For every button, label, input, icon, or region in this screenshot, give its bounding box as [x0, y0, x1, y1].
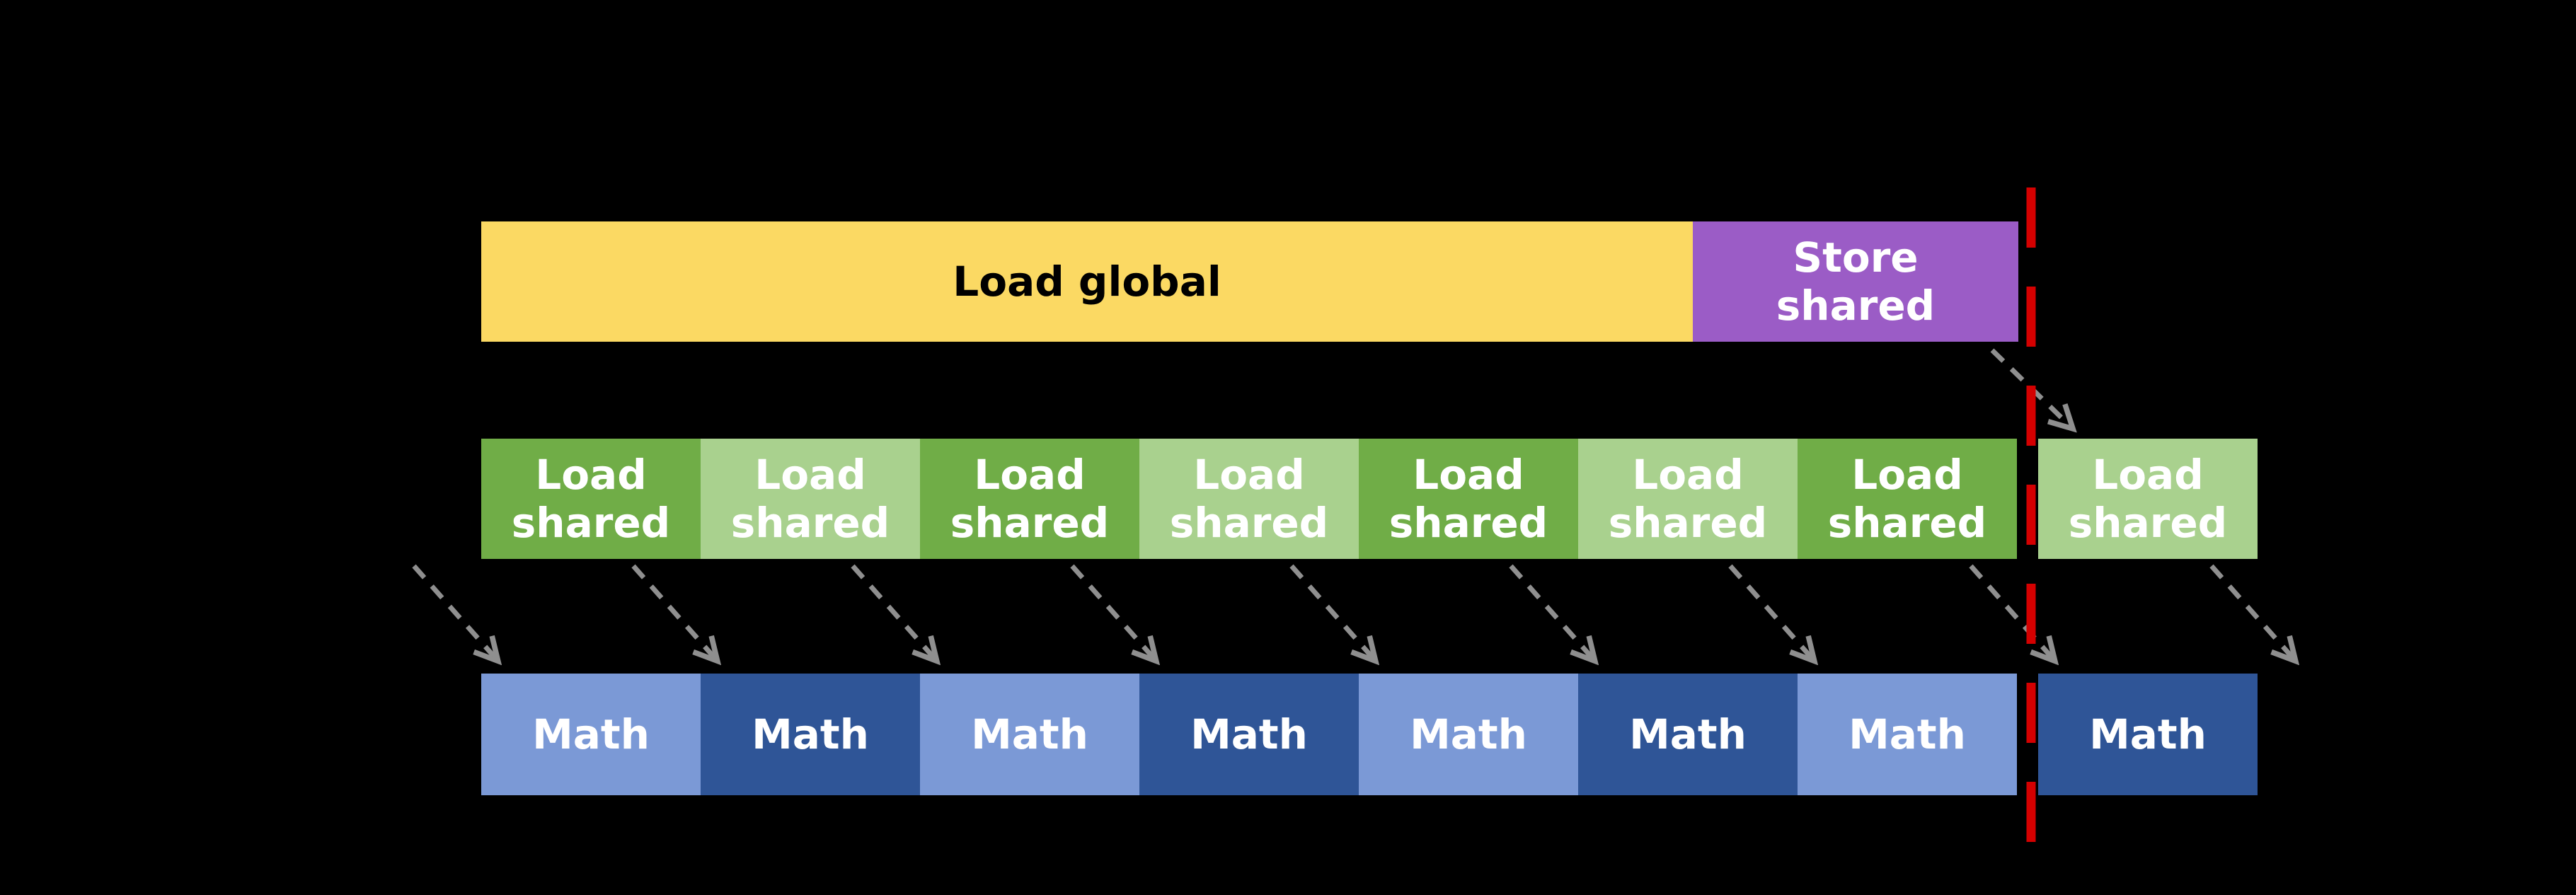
- load-shared-block-2: Load shared: [701, 439, 920, 559]
- dependency-arrow: [1070, 564, 1154, 658]
- load-shared-label: Load shared: [1169, 450, 1329, 547]
- load-shared-block-5: Load shared: [1359, 439, 1578, 559]
- dependency-arrow: [1969, 564, 2052, 658]
- load-global-label: Load global: [953, 257, 1221, 306]
- load-shared-block-4: Load shared: [1139, 439, 1359, 559]
- math-label: Math: [752, 710, 869, 758]
- load-shared-label: Load shared: [1827, 450, 1987, 547]
- store-shared-label: Store shared: [1776, 233, 1936, 330]
- load-global-block: Load global: [481, 221, 1693, 342]
- load-shared-label: Load shared: [1608, 450, 1768, 547]
- load-shared-block-1: Load shared: [481, 439, 701, 559]
- math-label: Math: [1410, 710, 1527, 758]
- load-shared-label: Load shared: [1388, 450, 1548, 547]
- load-shared-label: Load shared: [730, 450, 890, 547]
- math-block-3: Math: [920, 674, 1139, 795]
- dependency-arrow: [1728, 564, 1812, 658]
- load-shared-label: Load shared: [950, 450, 1110, 547]
- math-label: Math: [1629, 710, 1747, 758]
- math-label: Math: [2089, 710, 2207, 758]
- math-block-1: Math: [481, 674, 701, 795]
- math-block-8: Math: [2038, 674, 2258, 795]
- load-shared-block-3: Load shared: [920, 439, 1139, 559]
- dependency-arrow: [412, 564, 495, 658]
- dependency-arrow: [851, 564, 934, 658]
- load-shared-block-8: Load shared: [2038, 439, 2258, 559]
- dependency-arrow: [1289, 564, 1373, 658]
- math-block-6: Math: [1578, 674, 1798, 795]
- load-shared-block-7: Load shared: [1798, 439, 2017, 559]
- dependency-arrow: [631, 564, 715, 658]
- store-shared-block: Store shared: [1693, 221, 2018, 342]
- math-label: Math: [1848, 710, 1966, 758]
- math-label: Math: [532, 710, 650, 758]
- store-to-load-arrow: [1990, 348, 2070, 426]
- math-label: Math: [1190, 710, 1308, 758]
- math-block-7: Math: [1798, 674, 2017, 795]
- dependency-arrow: [2209, 564, 2293, 658]
- load-shared-label: Load shared: [2068, 450, 2228, 547]
- math-block-5: Math: [1359, 674, 1578, 795]
- load-shared-block-6: Load shared: [1578, 439, 1798, 559]
- load-shared-label: Load shared: [511, 450, 671, 547]
- dependency-arrow: [1509, 564, 1592, 658]
- math-label: Math: [971, 710, 1088, 758]
- math-block-4: Math: [1139, 674, 1359, 795]
- math-block-2: Math: [701, 674, 920, 795]
